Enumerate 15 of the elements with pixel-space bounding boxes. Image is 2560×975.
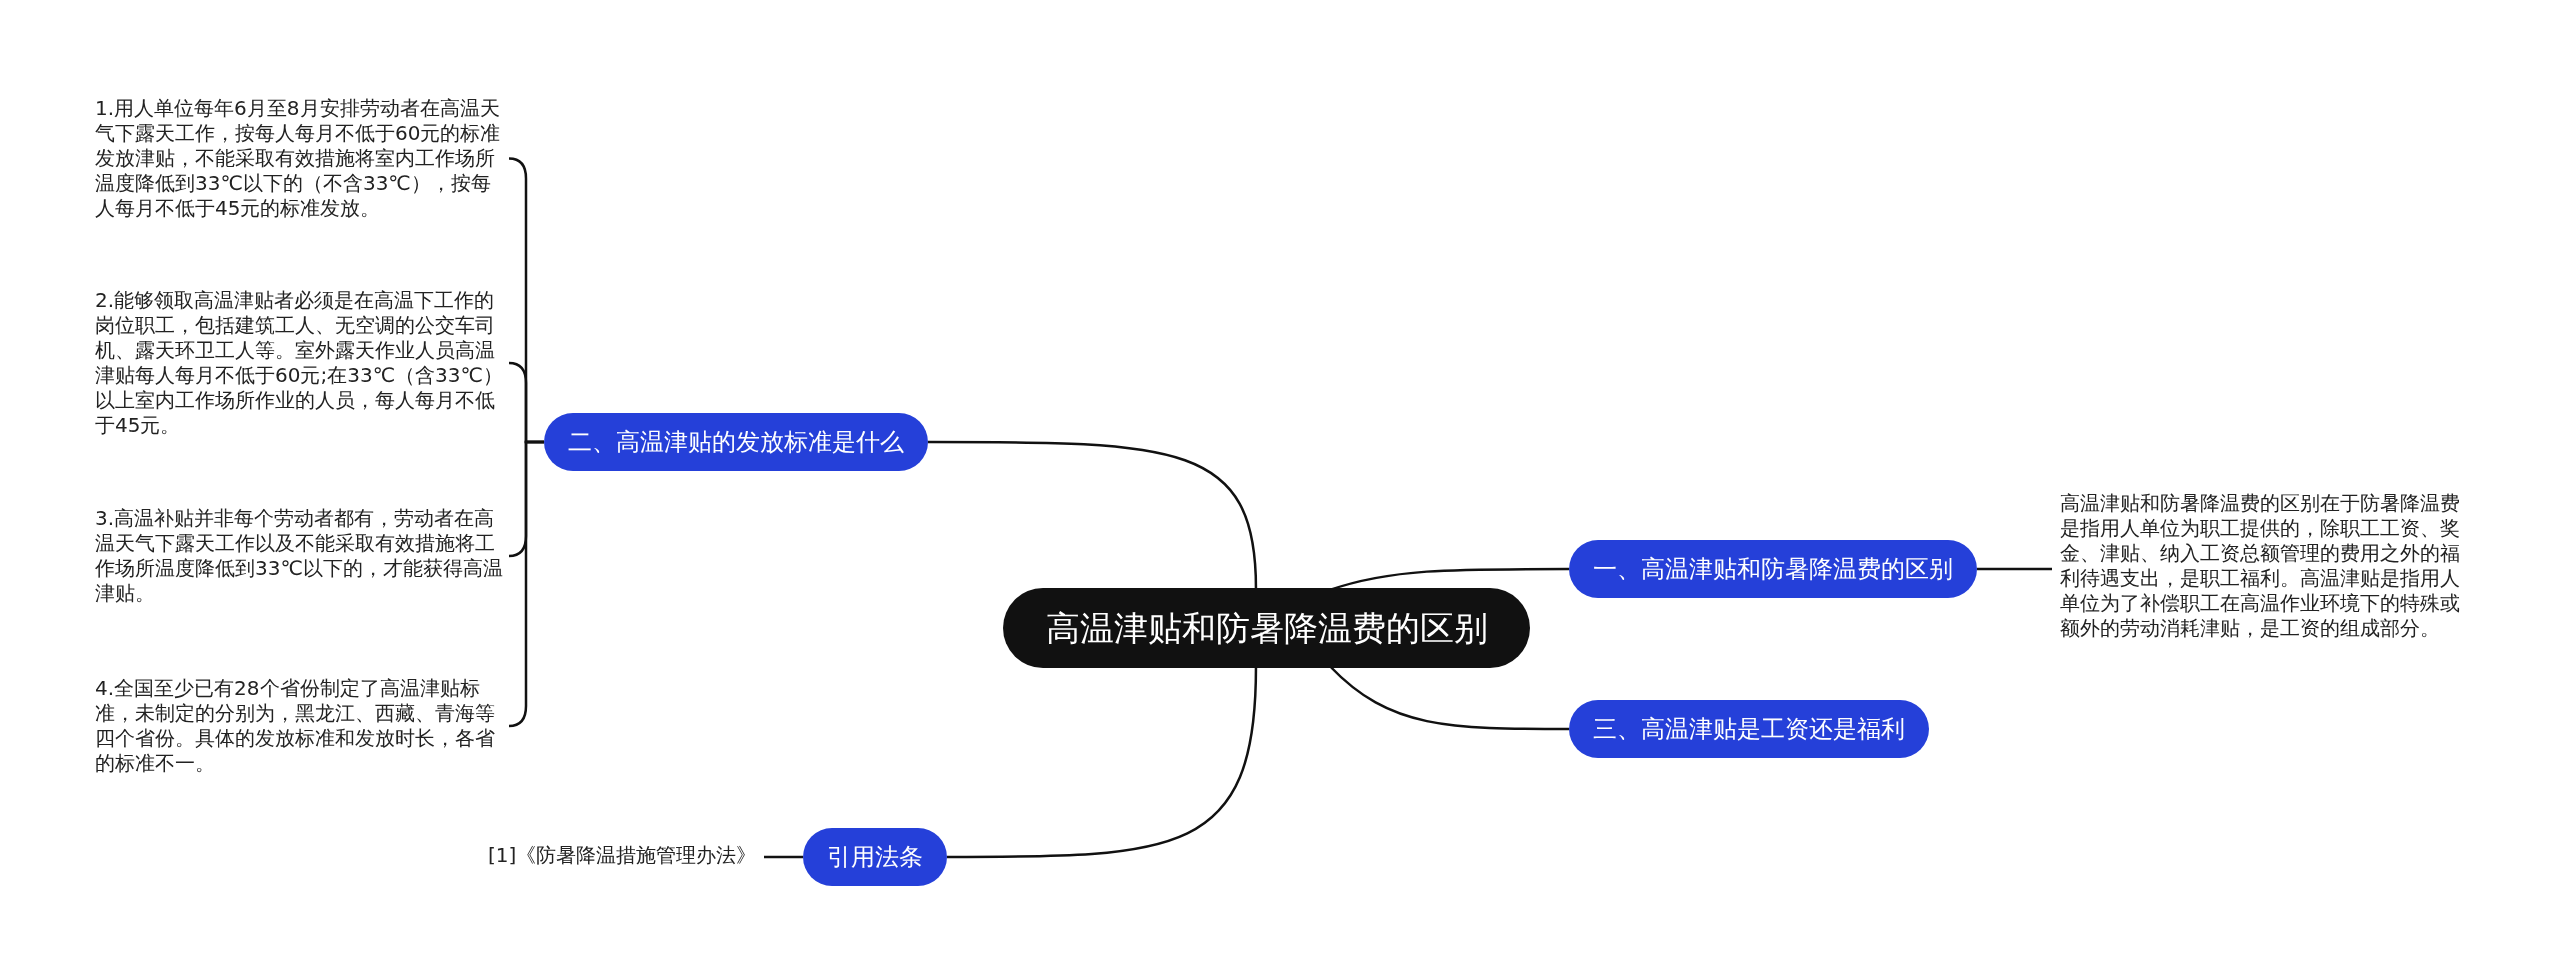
note-text: 4.全国至少已有28个省份制定了高温津贴标准，未制定的分别为，黑龙江、西藏、青海等四个省份。具体的发放标准和发放时长，各省的标准不一。 [95,676,505,776]
note-text: 1.用人单位每年6月至8月安排劳动者在高温天气下露天工作，按每人每月不低于60元的标准发放津贴，不能采取有效措施将室内工作场所温度降低到33℃以下的（不含33℃），按每人每月不低于45元的标准发放。 [95,96,505,221]
note-text: [1]《防暑降温措施管理办法》 [488,843,757,868]
connector-line [928,440,1258,589]
note-text: 2.能够领取高温津贴者必须是在高温下工作的岗位职工，包括建筑工人、无空调的公交车司机、露天环卫工人等。室外露天作业人员高温津贴每人每月不低于60元;在33℃（含33℃）以上室内工作场所作业的人员，每人每月不低于45元。 [95,288,505,438]
branch-topic: 引用法条 [803,828,947,886]
connector-line [1977,567,2052,571]
branch-topic: 二、高温津贴的发放标准是什么 [544,413,928,471]
note-text: 3.高温补贴并非每个劳动者都有，劳动者在高温天气下露天工作以及不能采取有效措施将工作场所温度降低到33℃以下的，才能获得高温津贴。 [95,506,505,606]
note-text: 高温津贴和防暑降温费的区别在于防暑降温费是指用人单位为职工提供的，除职工工资、奖金、津贴、纳入工资总额管理的费用之外的福利待遇支出，是职工福利。高温津贴是指用人单位为了补偿职工在高温作业环境下的特殊或额外的劳动消耗津贴，是工资的组成部分。 [2060,491,2472,641]
central-topic: 高温津贴和防暑降温费的区别 [1003,588,1530,668]
branch-topic: 三、高温津贴是工资还是福利 [1569,700,1929,758]
connector-line [947,667,1258,859]
connector-line [764,855,803,859]
branch-topic: 一、高温津贴和防暑降温费的区别 [1569,540,1977,598]
